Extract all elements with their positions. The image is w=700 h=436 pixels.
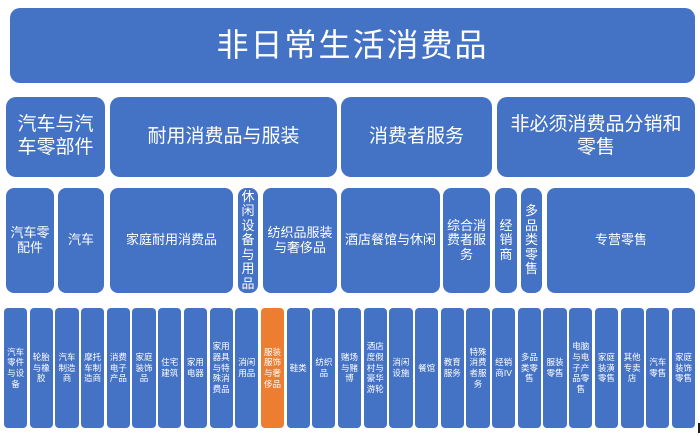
sub-industry-education-services: 教育服务 bbox=[440, 308, 464, 428]
sub-industry-automobile-manufacturers: 汽车制造商 bbox=[55, 308, 79, 428]
sub-industry-leisure-products: 消闲用品 bbox=[235, 308, 259, 428]
sub-industry-row: 汽车零件与设备 轮胎与橡胶 汽车制造商 摩托车制造商 消费电子产品 家庭装饰品 … bbox=[4, 308, 696, 428]
sub-industry-hotels-resorts-cruise-lines: 酒店度假村与豪华游轮 bbox=[363, 308, 387, 428]
industry-group-consumer-durables-apparel: 耐用消费品与服装 bbox=[110, 97, 337, 177]
sub-industry-specialized-consumer-services: 特殊消费者服务 bbox=[466, 308, 490, 428]
sub-industry-household-appliances: 家用电器 bbox=[183, 308, 207, 428]
sub-industry-consumer-electronics: 消费电子产品 bbox=[106, 308, 130, 428]
sub-industry-auto-parts-equipment: 汽车零件与设备 bbox=[4, 308, 28, 428]
text-cursor-artifact bbox=[698, 423, 700, 433]
sub-industry-computer-electronics-retail: 电脑与电子产品零售 bbox=[569, 308, 593, 428]
sub-industry-footwear: 鞋类 bbox=[286, 308, 310, 428]
industry-hotels-restaurants-leisure: 酒店餐馆与休闲 bbox=[341, 188, 440, 293]
sub-industry-housewares-specialties: 家用器具与特殊消费品 bbox=[209, 308, 233, 428]
sector-title-box: 非日常生活消费品 bbox=[10, 8, 695, 83]
industry-specialty-retail: 专营零售 bbox=[547, 188, 695, 293]
sub-industry-automotive-retail: 汽车零售 bbox=[646, 308, 670, 428]
industry-auto-components: 汽车零配件 bbox=[6, 188, 54, 293]
industry-group-retailing: 非必须消费品分销和零售 bbox=[497, 97, 695, 177]
sub-industry-tires-rubber: 轮胎与橡胶 bbox=[29, 308, 53, 428]
sub-industry-restaurants: 餐馆 bbox=[415, 308, 439, 428]
industry-distributors: 经销商 bbox=[495, 188, 517, 293]
sub-industry-distributors: 经销商IV bbox=[492, 308, 516, 428]
sub-industry-casinos-gaming: 赌场与赌博 bbox=[337, 308, 362, 428]
industry-group-automobiles-components: 汽车与汽车零部件 bbox=[6, 97, 105, 177]
sub-industry-home-improvement-retail: 家庭装潢零售 bbox=[594, 308, 618, 428]
industry-automobiles: 汽车 bbox=[58, 188, 104, 293]
industry-multiline-retail: 多品类零售 bbox=[521, 188, 542, 293]
industry-household-durables: 家庭耐用消费品 bbox=[110, 188, 233, 293]
sub-industry-leisure-facilities: 消闲设施 bbox=[389, 308, 413, 428]
sub-industry-specialty-stores: 其他专卖店 bbox=[620, 308, 644, 428]
sub-industry-apparel-accessories-luxury-highlighted: 服装服饰与奢侈品 bbox=[260, 308, 285, 428]
industry-group-consumer-services: 消费者服务 bbox=[341, 97, 492, 177]
industry-textiles-apparel-luxury: 纺织品服装与奢侈品 bbox=[263, 188, 337, 293]
sub-industry-multiline-retail: 多品类零售 bbox=[517, 308, 541, 428]
sub-industry-apparel-retail: 服装零售 bbox=[543, 308, 567, 428]
sub-industry-textiles: 纺织品 bbox=[312, 308, 336, 428]
industry-leisure-equipment-products: 休闲设备与用品 bbox=[238, 188, 258, 293]
sub-industry-homefurnishing-retail: 家庭装饰零售 bbox=[671, 308, 696, 428]
industry-diversified-consumer-services: 综合消费者服务 bbox=[443, 188, 490, 293]
sub-industry-homebuilding: 住宅建筑 bbox=[158, 308, 182, 428]
sub-industry-motorcycle-manufacturers: 摩托车制造商 bbox=[81, 308, 105, 428]
sub-industry-homefurnishings: 家庭装饰品 bbox=[132, 308, 156, 428]
